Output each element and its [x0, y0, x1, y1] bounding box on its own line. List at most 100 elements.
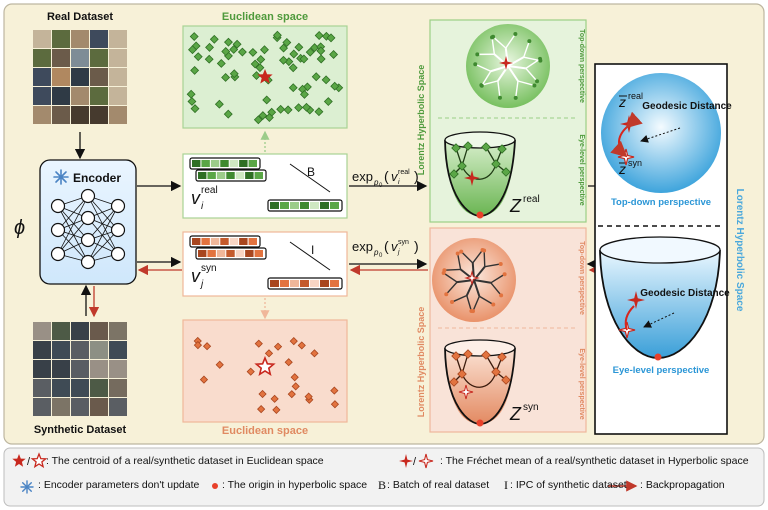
svg-text:): )	[414, 238, 419, 254]
real-tree-twig	[492, 36, 507, 49]
real-point-diamond	[326, 33, 336, 43]
real-point-diamond	[223, 109, 233, 119]
svg-text:Z: Z	[509, 404, 522, 424]
syn-point-diamond	[199, 375, 209, 384]
nn-edge	[87, 195, 119, 255]
syn-point-diamond	[272, 405, 281, 414]
topdown-vertical-label-syn: Top-down perspective	[578, 241, 585, 315]
real-bar-cell	[192, 160, 201, 167]
svg-text:/: /	[27, 456, 31, 468]
nn-edge	[87, 205, 119, 241]
real-image-tile	[52, 68, 70, 86]
syn-bowl-tree-node	[491, 367, 501, 377]
svg-text:v: v	[391, 169, 399, 184]
real-point-diamond	[302, 102, 311, 112]
encoder-title: Encoder	[73, 171, 121, 185]
syn-frechet-mean-disc	[464, 270, 480, 286]
legend-encoder-frozen-text: : Encoder parameters don't update	[38, 479, 200, 491]
syn-bar-cell	[245, 250, 254, 257]
syn-tree-twig	[466, 295, 473, 312]
syn-tree-twig	[490, 273, 505, 284]
real-feature-bars	[189, 157, 343, 212]
svg-text:0: 0	[379, 253, 383, 259]
syn-bowl-tree-node	[451, 351, 461, 361]
real-image-tile	[109, 49, 127, 67]
real-point-diamond	[278, 55, 288, 65]
syn-bar-cell	[198, 250, 207, 257]
legend-filled-sparkle-icon	[399, 454, 413, 468]
nn-edge	[57, 205, 89, 263]
zbar-real-label: z real	[618, 91, 643, 110]
snowflake-icon	[53, 169, 69, 185]
syn-tree-twig	[483, 250, 486, 267]
syn-origin-point	[476, 419, 484, 427]
syn-point-diamond	[297, 341, 306, 350]
synthetic-image-tile	[71, 341, 89, 359]
real-tree-twig	[523, 56, 541, 62]
real-bowl-tree-node	[449, 169, 459, 179]
nn-neuron	[50, 222, 66, 238]
real-image-tile	[90, 49, 108, 67]
syn-point-diamond	[257, 405, 266, 414]
syn-point-diamond	[284, 358, 293, 367]
svg-text:v: v	[191, 188, 201, 208]
syn-point-diamond	[330, 386, 339, 395]
syn-bar-cell	[300, 280, 309, 287]
syn-point-diamond	[304, 392, 313, 401]
euclidean-space-bottom-label: Euclidean space	[222, 425, 308, 437]
syn-tree-leaf	[449, 300, 454, 305]
real-point-diamond	[288, 63, 298, 73]
real-bar-cell	[226, 172, 235, 179]
real-image-tile	[71, 49, 89, 67]
svg-text:j: j	[397, 249, 400, 256]
real-tree-branch	[507, 65, 519, 82]
syn-bar-cell	[330, 280, 339, 287]
nn-neuron	[80, 210, 96, 226]
real-frechet-mean-bowl	[464, 170, 480, 186]
real-point-diamond	[311, 72, 321, 82]
syn-tree-leaf	[442, 268, 447, 273]
synthetic-image-tile	[90, 360, 108, 378]
v-real-label: v i real	[191, 185, 218, 212]
topdown-perspective-label: Top-down perspective	[611, 197, 711, 208]
real-point-diamond	[314, 31, 324, 40]
syn-point-diamond	[291, 382, 300, 391]
real-bar-cell	[229, 160, 239, 167]
syn-tree-branch	[473, 279, 481, 297]
real-image-tile	[52, 87, 70, 105]
real-point-diamond	[283, 105, 293, 115]
real-bar-stack-line	[289, 163, 331, 193]
real-tree-leaf	[538, 58, 543, 63]
legend-frechet-text: : The Fréchet mean of a real/synthetic d…	[440, 455, 749, 467]
real-point-diamond	[330, 81, 340, 91]
syn-tree-leaf	[499, 293, 504, 298]
real-tree-leaf	[532, 83, 537, 88]
real-point-diamond	[186, 89, 196, 99]
real-bar-cell	[280, 202, 289, 209]
syn-bowl-tree-node	[481, 350, 491, 360]
nn-edge	[57, 195, 89, 255]
syn-tree-leaf	[455, 251, 460, 256]
real-point-diamond	[260, 45, 269, 55]
synthetic-image-tile	[52, 398, 70, 416]
syn-bar-cell	[207, 250, 216, 257]
synthetic-image-tile	[109, 322, 127, 340]
real-tree-branch	[490, 65, 509, 73]
syn-tree-twig	[484, 263, 501, 268]
z-syn-label: Z syn	[509, 402, 539, 424]
real-point-diamond	[209, 34, 219, 44]
legend-filled-star-icon	[12, 454, 26, 467]
real-point-diamond	[282, 38, 292, 47]
real-tree-twig	[497, 80, 501, 98]
legend-hollow-sparkle-icon	[418, 453, 434, 469]
real-bar-cell	[330, 202, 339, 209]
real-embedding-points	[186, 30, 344, 125]
svg-text:exp: exp	[352, 169, 373, 184]
nn-edge	[87, 217, 119, 255]
real-point-diamond	[204, 54, 214, 64]
geodesic-pointer-eye	[643, 312, 675, 328]
real-bowl-rim	[444, 131, 516, 149]
batch-symbol: B	[307, 165, 315, 179]
ipc-symbol: I	[311, 243, 314, 257]
legend-centroid-text: : The centroid of a real/synthetic datas…	[46, 455, 324, 467]
